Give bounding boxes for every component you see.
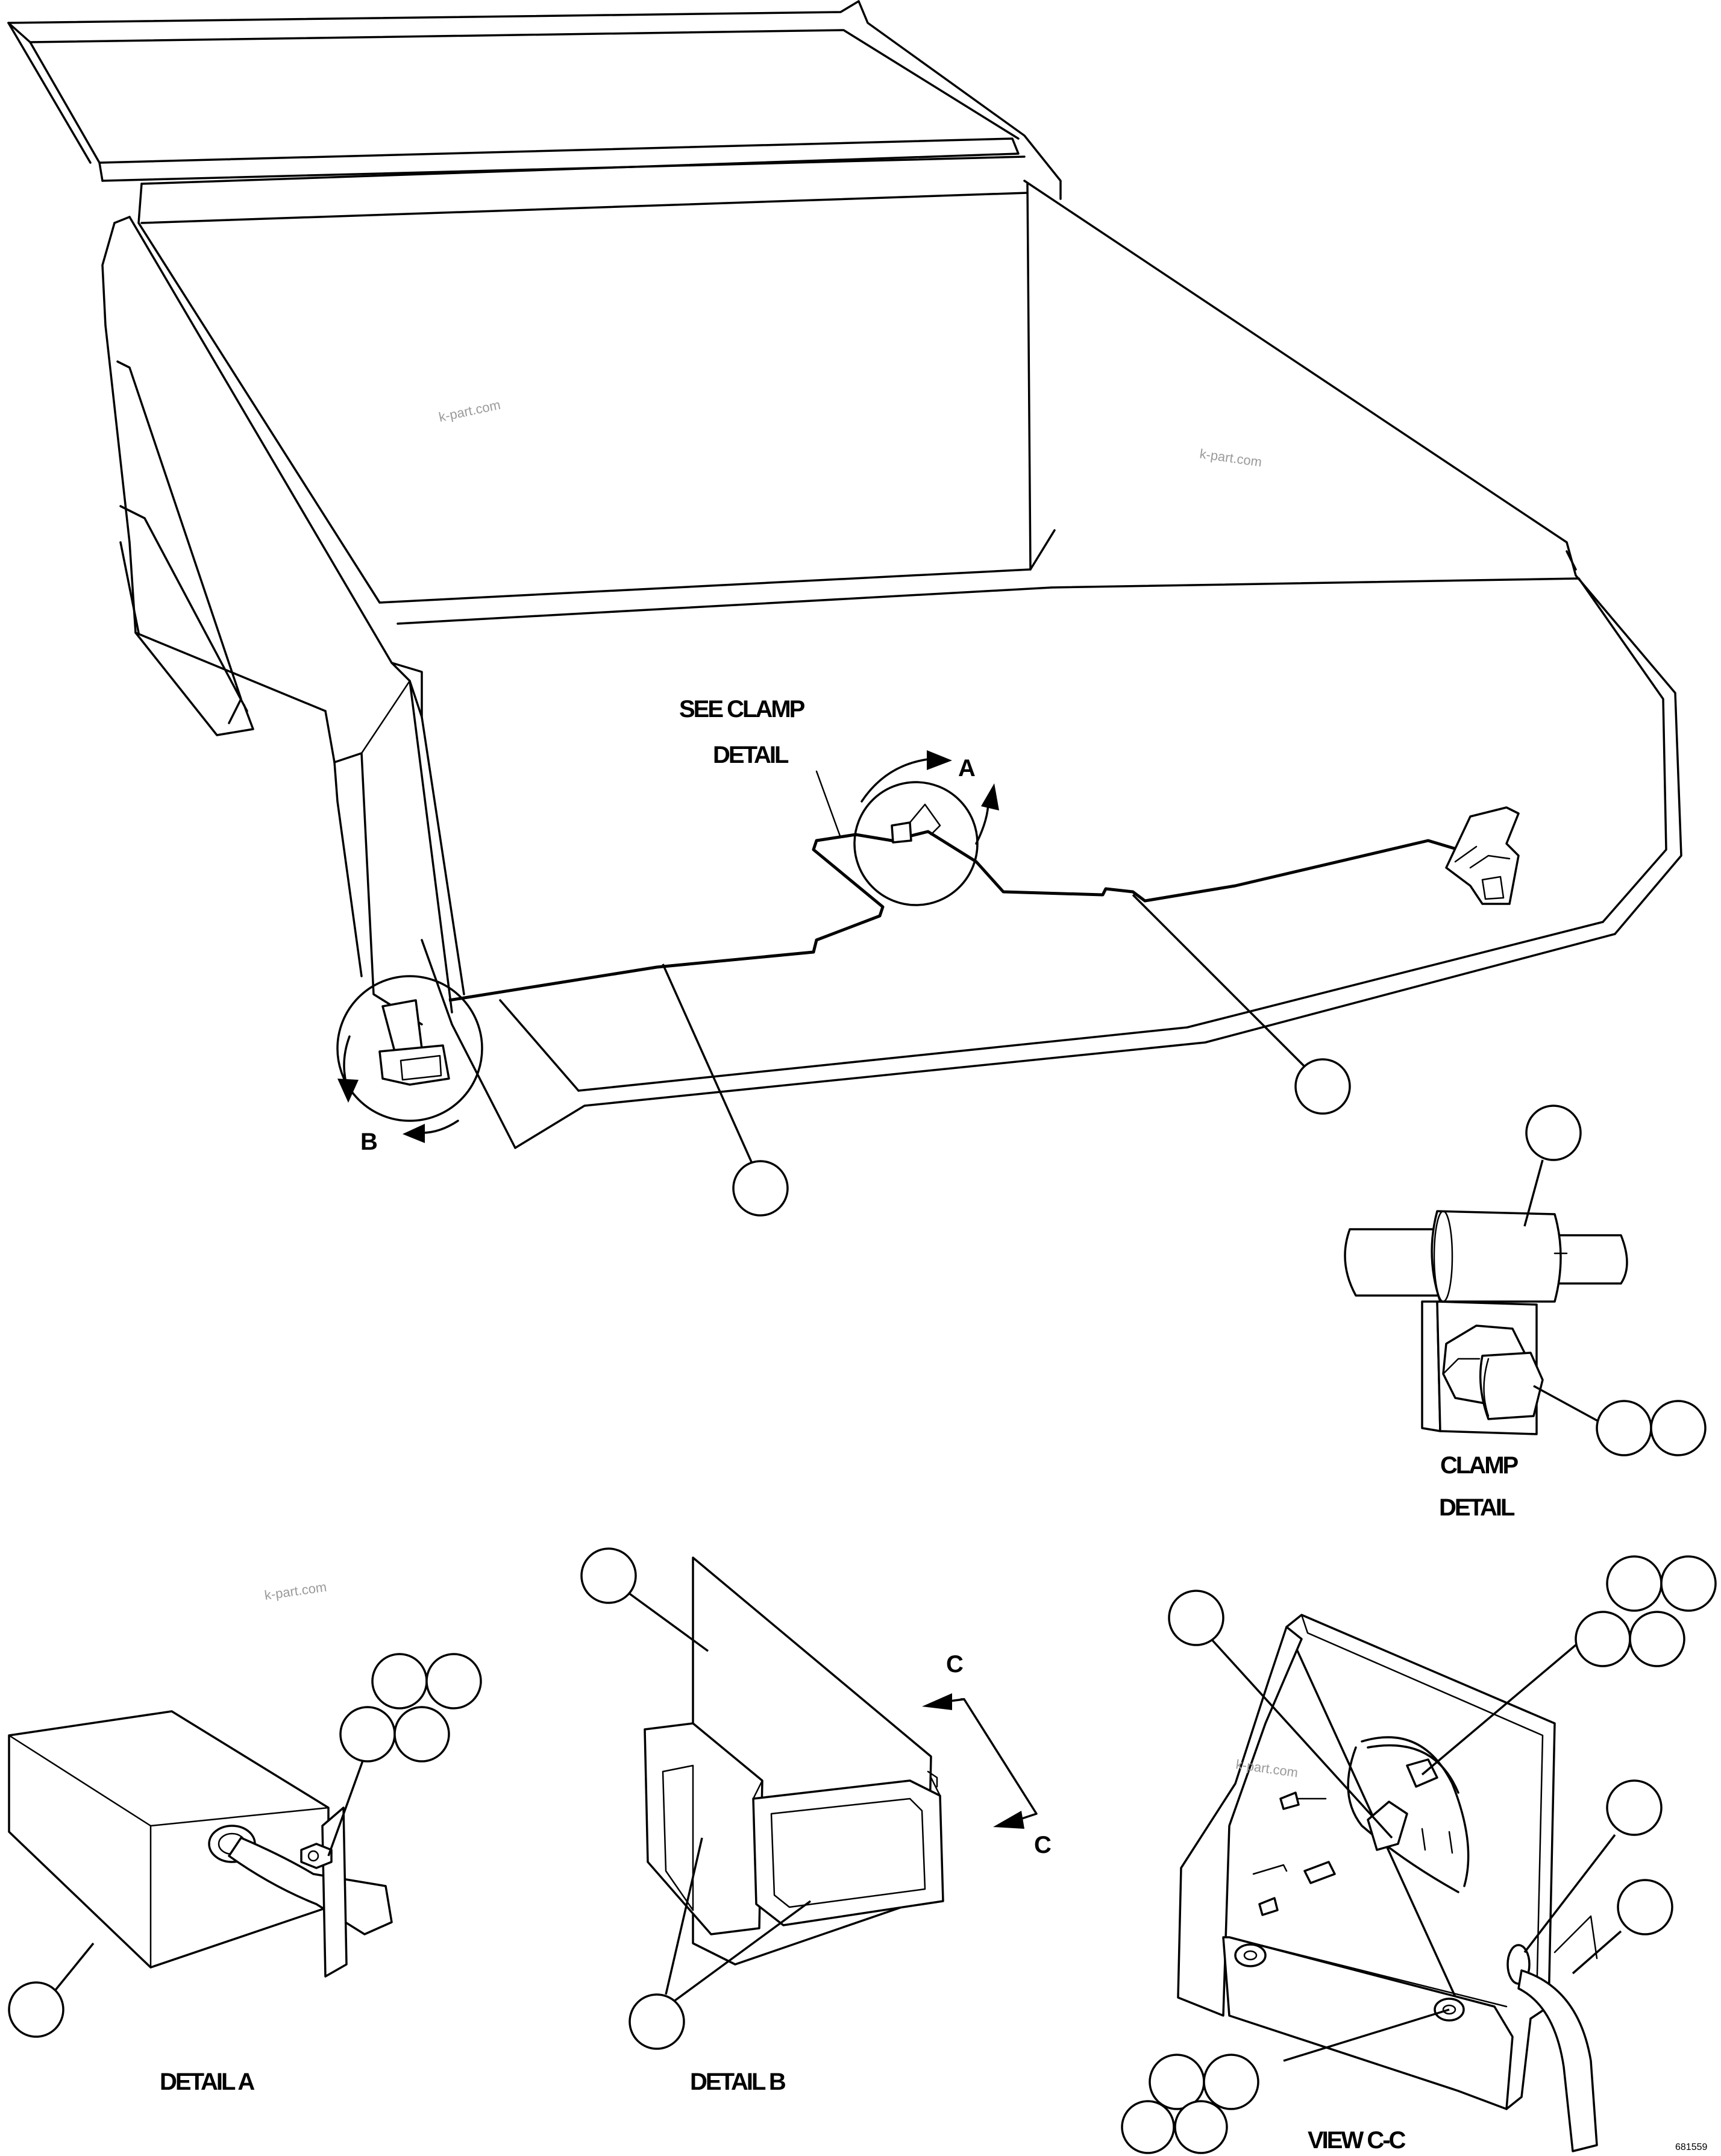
label-see-clamp-detail-line2: DETAIL — [713, 742, 789, 768]
callout-bubble-view-cc-1 — [1168, 1590, 1224, 1646]
callout-bubble-view-cc-3 — [1660, 1555, 1717, 1612]
right-lamp-bracket — [1445, 806, 1520, 905]
callout-bubble-body-right — [1294, 1058, 1351, 1115]
leader-detail-b-lamp-1 — [665, 1837, 703, 1995]
label-clamp-detail-line2: DETAIL — [1439, 1494, 1515, 1521]
callout-bubble-clamp-bolt-1 — [1596, 1400, 1652, 1456]
detail-b-drawing — [644, 1556, 944, 1966]
leader-view-cc-1 — [1210, 1638, 1393, 1839]
callout-bubble-view-cc-11 — [1174, 2100, 1228, 2154]
figure-id: 681559 — [1675, 2142, 1707, 2152]
leader-view-cc-6 — [1523, 1834, 1616, 1954]
watermark: k-part.com — [263, 1579, 327, 1603]
leader-clamp-top — [1523, 1159, 1544, 1227]
label-clamp-detail-line1: CLAMP — [1440, 1452, 1519, 1479]
clamp-detail-drawing — [1344, 1210, 1628, 1435]
leader-clamp-bolt — [1533, 1385, 1600, 1423]
detail-a-callout-circle — [815, 750, 999, 906]
leader-detail-b-lamp-2 — [674, 1900, 812, 2002]
callout-bubble-view-cc-5 — [1629, 1611, 1685, 1667]
callout-bubble-detail-a-hw-2 — [425, 1653, 482, 1709]
detail-b-callout-circle — [336, 975, 483, 1143]
callout-bubble-detail-b-lamp — [629, 1993, 685, 2050]
label-view-cc: VIEW C-C — [1308, 2127, 1406, 2154]
callout-bubble-view-cc-9 — [1203, 2054, 1259, 2110]
label-detail-b: DETAIL B — [690, 2069, 786, 2095]
callout-bubble-view-cc-2 — [1606, 1555, 1663, 1612]
label-see-clamp-detail-line1: SEE CLAMP — [679, 696, 805, 722]
leader-view-cc-7 — [1572, 1930, 1622, 1975]
label-section-c-top: C — [946, 1651, 963, 1678]
label-section-c-bottom: C — [1034, 1832, 1051, 1858]
label-view-a: A — [958, 755, 975, 782]
callout-bubble-clamp-bolt-2 — [1650, 1400, 1707, 1456]
callout-bubble-detail-b-bracket — [580, 1547, 637, 1604]
leader-detail-b-bracket — [629, 1593, 709, 1652]
label-view-b: B — [360, 1129, 377, 1155]
leader-body-right — [1132, 894, 1309, 1071]
watermark: k-part.com — [437, 397, 502, 425]
callout-bubble-detail-a-box — [8, 1981, 64, 2038]
callout-bubble-view-cc-10 — [1121, 2100, 1175, 2154]
detail-a-drawing — [8, 1710, 393, 1978]
label-detail-a: DETAIL A — [160, 2069, 254, 2095]
leader-detail-a-box — [53, 1942, 95, 1993]
section-c-arrows — [922, 1693, 1038, 1829]
leader-detail-a-hw — [327, 1747, 369, 1857]
callout-bubble-detail-a-hw-3 — [339, 1706, 396, 1763]
view-cc-drawing — [1177, 1614, 1598, 2152]
dump-body-drawing — [7, 0, 1682, 1149]
callout-bubble-view-cc-6 — [1606, 1779, 1663, 1836]
callout-bubble-detail-a-hw-4 — [393, 1706, 450, 1763]
callout-bubble-view-cc-4 — [1575, 1611, 1631, 1667]
callout-bubble-detail-a-hw-1 — [371, 1653, 428, 1709]
callout-bubble-clamp-top — [1525, 1105, 1582, 1161]
leader-view-cc-8 — [1283, 2008, 1450, 2062]
leader-body-left — [662, 964, 754, 1167]
callout-bubble-view-cc-7 — [1617, 1879, 1673, 1935]
leader-view-cc-2 — [1421, 1644, 1577, 1776]
watermark: k-part.com — [1199, 446, 1262, 469]
callout-bubble-body-left — [732, 1160, 789, 1217]
wiring-harness — [448, 830, 1459, 1002]
